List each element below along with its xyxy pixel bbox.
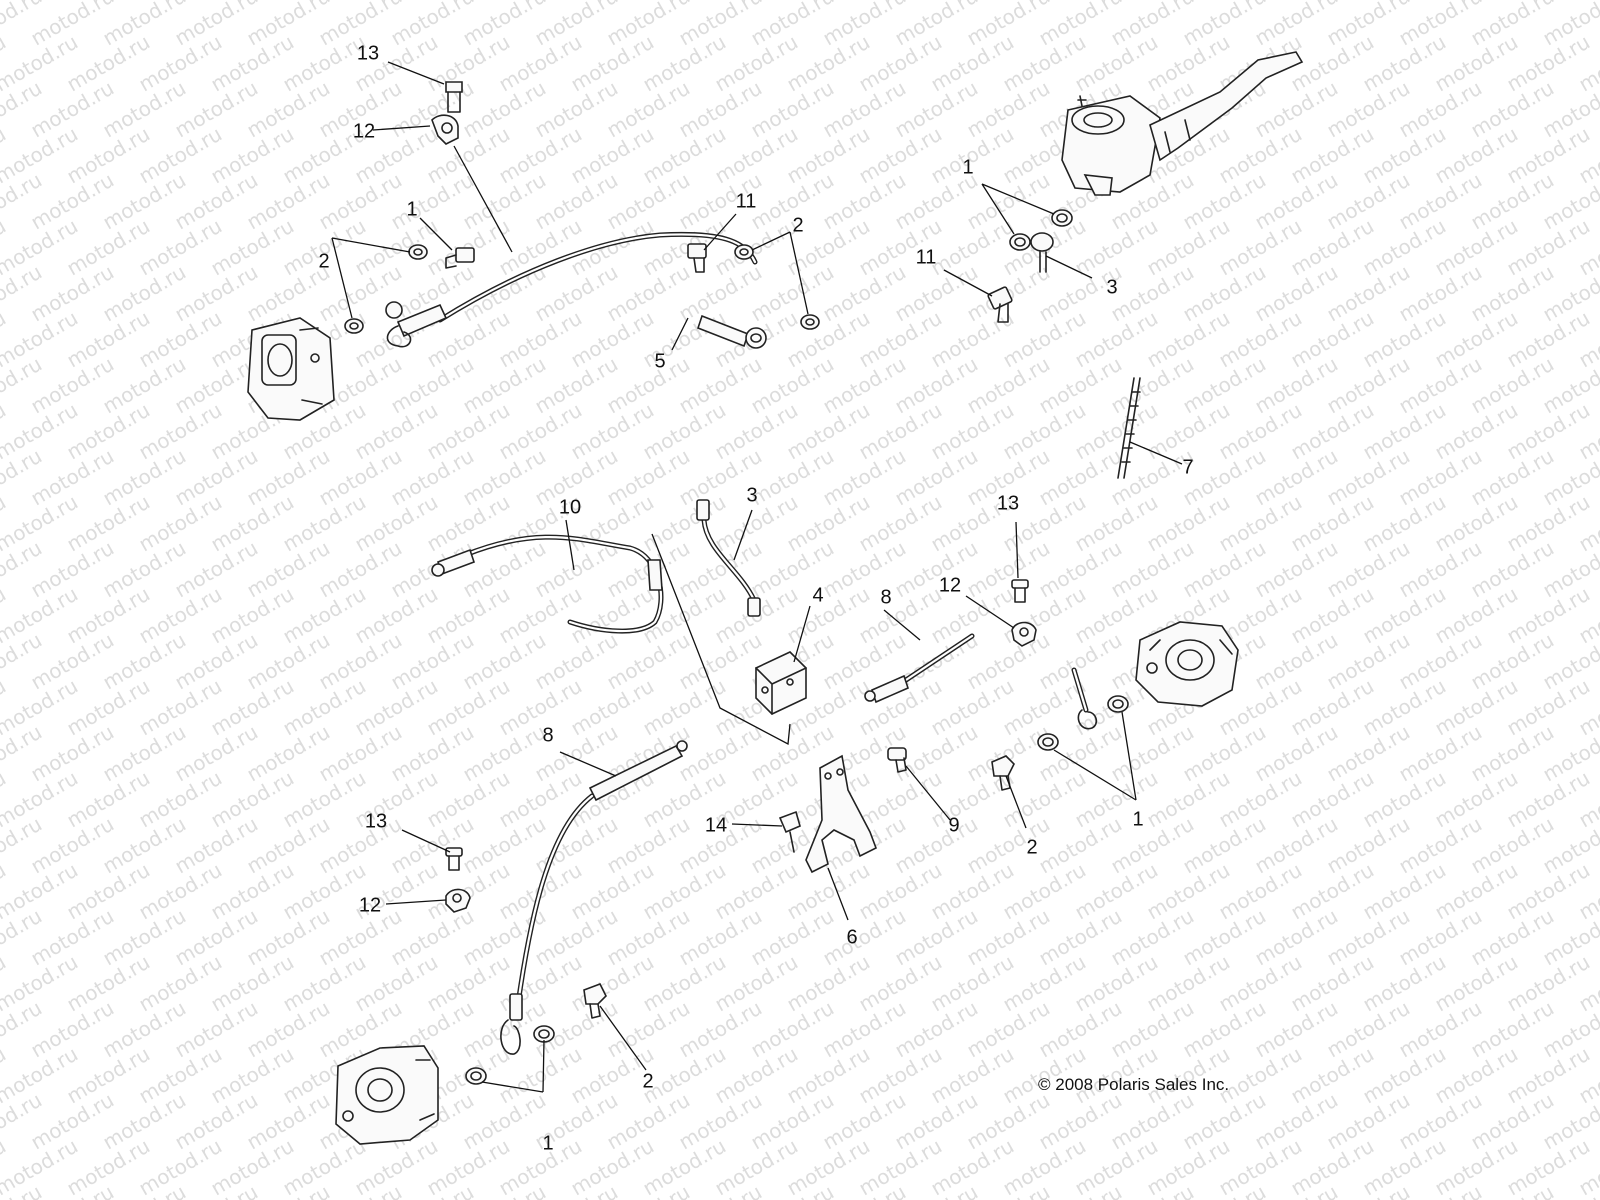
callout-c8a: 8 (880, 586, 891, 608)
bolt-9 (887, 747, 907, 773)
fastener-bolt-13a (445, 81, 463, 113)
assembly-leader (651, 533, 791, 746)
master-cylinder-lever (1061, 51, 1304, 196)
front-right-caliper (1135, 621, 1239, 707)
mounting-bracket (805, 754, 878, 874)
callout-c14: 14 (705, 814, 727, 836)
switch-3a (1030, 232, 1054, 273)
brake-line-8b (500, 740, 688, 1055)
caliper-right-line (1071, 667, 1098, 730)
washer-1d2 (465, 1067, 487, 1085)
front-left-caliper (247, 317, 335, 421)
washer-2a (408, 244, 428, 260)
washer-2a2 (344, 318, 364, 334)
callout-c3b: 3 (746, 484, 757, 506)
brake-line-3 (696, 499, 761, 617)
fastener-bolt-13c (445, 847, 463, 871)
copyright-notice: © 2008 Polaris Sales Inc. (1038, 1075, 1229, 1094)
brake-line-10 (431, 534, 664, 634)
callout-c12b: 12 (939, 574, 961, 596)
callout-c1d: 1 (542, 1132, 553, 1154)
brake-line-8a (864, 633, 975, 704)
callout-c8b: 8 (542, 724, 553, 746)
rear-caliper (335, 1045, 439, 1145)
washer-1c2 (1037, 733, 1059, 751)
banjo-bolt-2d (583, 982, 607, 1019)
watermark-text: motod.ru (1575, 0, 1600, 4)
callout-c6: 6 (846, 926, 857, 948)
leader-lines (331, 61, 1183, 1093)
washer-1c (1107, 695, 1129, 713)
banjo-bolt-11b (987, 286, 1013, 323)
callout-c11a: 11 (736, 190, 757, 212)
callout-c7: 7 (1182, 456, 1193, 478)
banjo-bolt-11a (687, 243, 707, 273)
callout-c1c: 1 (1132, 808, 1143, 830)
callout-c13c: 13 (365, 810, 387, 832)
callout-c9: 9 (948, 814, 959, 836)
cable-tie (1117, 377, 1141, 479)
callout-c12c: 12 (359, 894, 381, 916)
fastener-bolt-13b (1011, 579, 1029, 603)
callout-c1a: 1 (406, 198, 417, 220)
callout-c2d: 2 (642, 1070, 653, 1092)
callout-c4: 4 (812, 584, 823, 606)
washer-1b (1051, 209, 1073, 227)
callout-c2a: 2 (318, 250, 329, 272)
front-brake-line (385, 231, 767, 349)
distribution-block (755, 651, 807, 715)
callout-c10: 10 (559, 496, 581, 518)
callout-c5: 5 (654, 350, 665, 372)
callout-c3a: 3 (1106, 276, 1117, 298)
hose-clamp-12b (1011, 621, 1037, 647)
hose-clamp-12c (445, 888, 471, 913)
callout-c13a: 13 (357, 42, 379, 64)
washer-1b2 (1009, 233, 1031, 251)
callout-c12a: 12 (353, 120, 375, 142)
washer-2b2 (800, 314, 820, 330)
callout-c2c: 2 (1026, 836, 1037, 858)
callout-c13b: 13 (997, 492, 1019, 514)
callout-c1b: 1 (962, 156, 973, 178)
callout-c2b: 2 (792, 214, 803, 236)
washer-1d (533, 1025, 555, 1043)
hose-clamp-12a (431, 114, 459, 145)
callout-c11b: 11 (916, 246, 937, 268)
screw-14 (778, 810, 801, 853)
banjo-bolt-1a (445, 247, 475, 269)
washer-2b (734, 244, 754, 260)
